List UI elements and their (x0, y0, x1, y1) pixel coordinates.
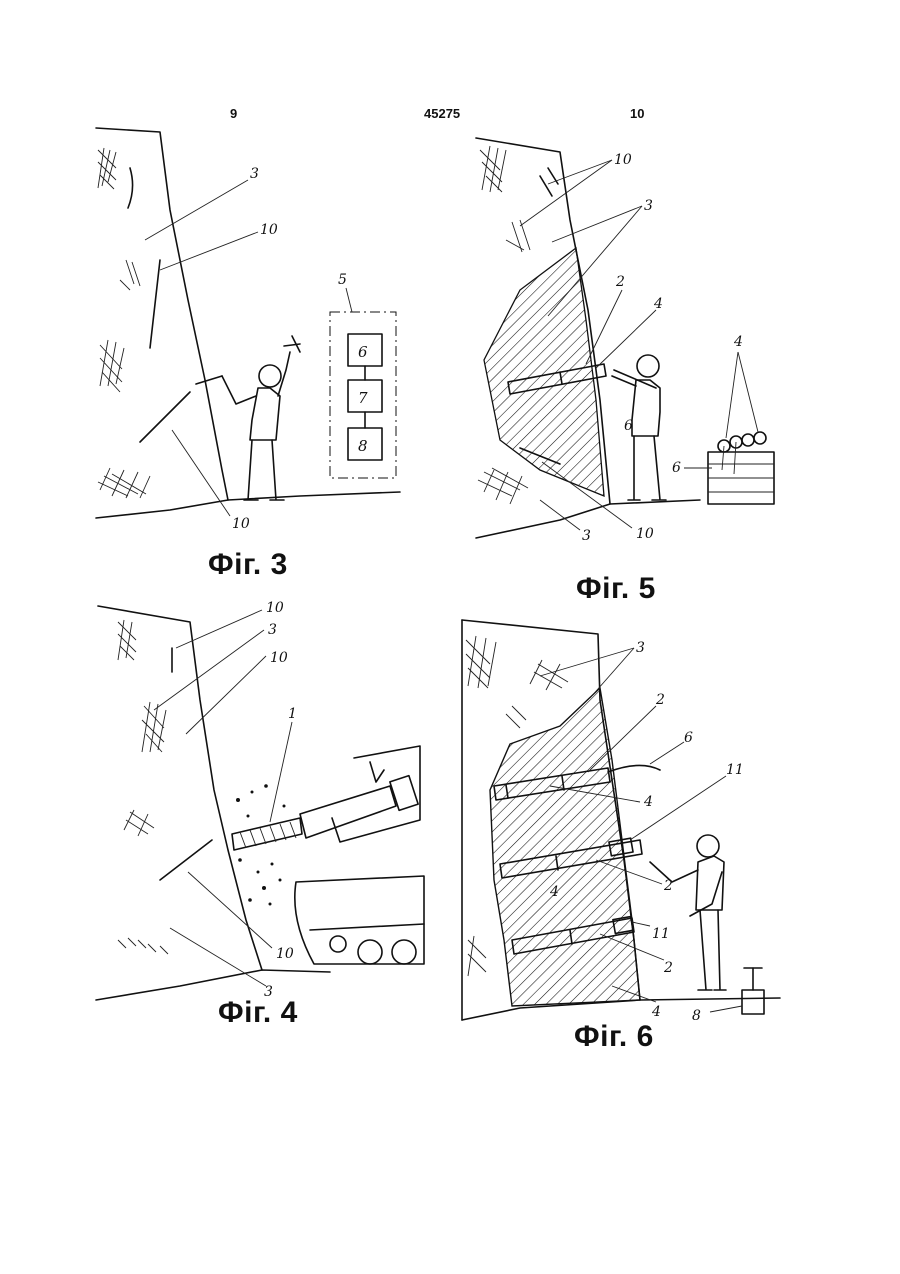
fig6-label-6: 6 (684, 730, 693, 746)
fig6-label-4-bottom: 4 (651, 1004, 661, 1020)
fig6-label-11-bottom: 11 (652, 926, 670, 942)
fig6-label-11-top: 11 (726, 762, 744, 778)
fig6-label-4-middle: 4 (549, 884, 559, 900)
detonator-box-8 (742, 968, 764, 1014)
figure-6-caption: Фіг. 6 (574, 1020, 654, 1054)
rock-face-fig6 (462, 620, 780, 1020)
fig6-label-2-top: 2 (655, 692, 665, 708)
fig6-label-3: 3 (636, 640, 645, 656)
worker-fig6 (650, 835, 726, 990)
fig6-label-8: 8 (692, 1008, 701, 1024)
fig6-label-2-middle: 2 (663, 878, 673, 894)
fig6-label-2-bottom: 2 (663, 960, 673, 976)
fig6-label-4-top: 4 (643, 794, 653, 810)
